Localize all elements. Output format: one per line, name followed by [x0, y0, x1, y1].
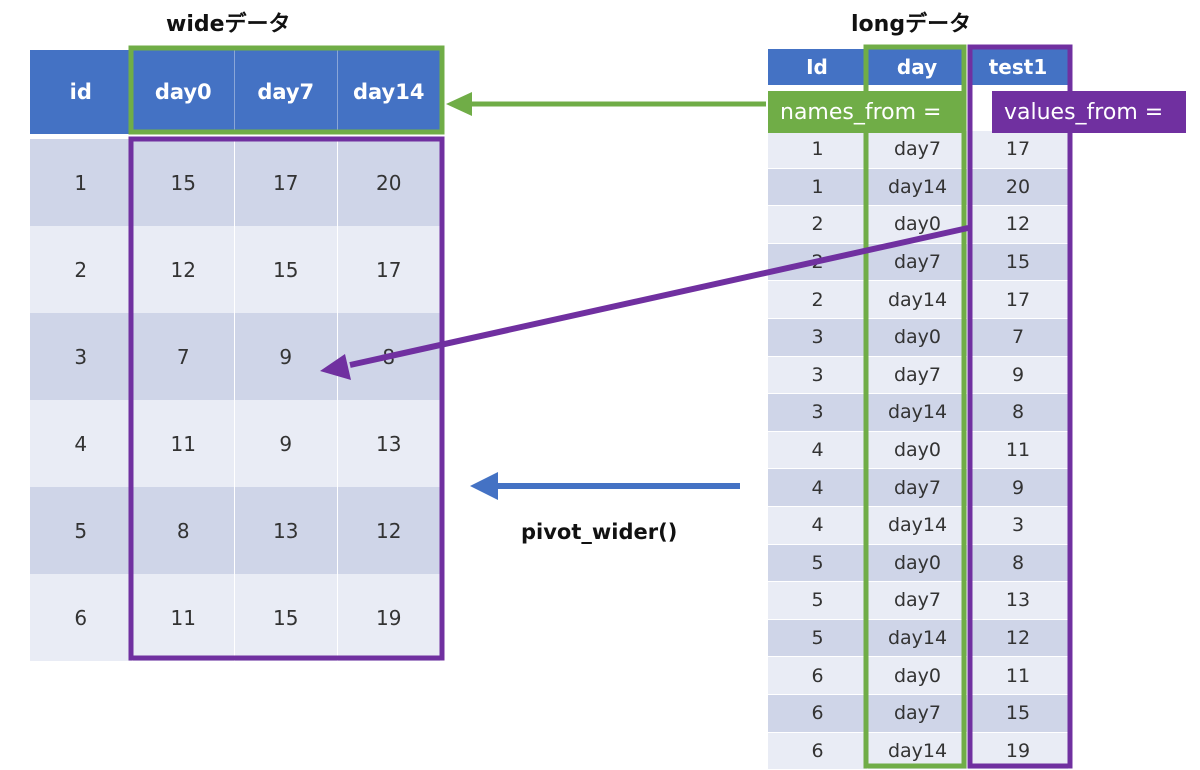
wide-cell: 11: [133, 400, 235, 487]
names-from-arrowhead: [446, 92, 472, 116]
long-cell: 11: [1005, 439, 1031, 462]
wide-header-row: id day0 day7 day14: [30, 50, 440, 134]
long-cell: 12: [1005, 627, 1031, 650]
long-cell: 12: [1005, 213, 1031, 236]
long-table: Id day test1 1day7171day14202day0122day7…: [768, 49, 1068, 770]
wide-cell: 13: [376, 431, 402, 456]
long-cell: 20: [1005, 175, 1031, 198]
wide-header-day0: day0: [133, 50, 235, 134]
long-cell: 7: [1011, 326, 1025, 349]
wide-header-day7: day7: [235, 50, 338, 134]
wide-cell: 13: [235, 487, 338, 574]
values-from-arrowhead: [320, 354, 351, 380]
wide-header-day14: day14: [353, 80, 425, 104]
long-cell: 3: [1011, 514, 1025, 537]
long-cell: 17: [1005, 138, 1031, 161]
long-table-body: 1day7171day14202day0122day7152day14173da…: [768, 131, 1068, 770]
long-title: longデータ: [851, 12, 972, 37]
wide-names-box: [128, 45, 445, 135]
values-from-arrow-line: [349, 225, 969, 368]
wide-cell: 8: [133, 487, 235, 574]
wide-table-body: 1151720212151737984119135813126111519: [30, 139, 440, 661]
pivot-arrowhead: [470, 472, 498, 500]
wide-cell: 17: [235, 139, 338, 226]
long-cell: 15: [1005, 702, 1031, 725]
long-header-day: day: [868, 49, 968, 85]
long-cell: 17: [1005, 288, 1031, 311]
long-cell: 9: [1011, 363, 1025, 386]
names-from-label: names_from =: [768, 91, 964, 133]
long-cell: 13: [1005, 589, 1031, 612]
wide-values-box: [128, 136, 445, 661]
long-cell: 8: [1011, 551, 1025, 574]
wide-cell: 9: [235, 400, 338, 487]
wide-cell: 11: [133, 574, 235, 661]
pivot-wider-label: pivot_wider(): [521, 520, 678, 544]
wide-cell: 9: [235, 313, 338, 400]
long-cell: 19: [1005, 739, 1031, 762]
wide-cell: 12: [376, 518, 402, 543]
wide-table: id day0 day7 day14 115172021215173798411…: [30, 50, 440, 661]
long-day-column-box: [863, 44, 967, 769]
wide-cell: 15: [235, 226, 338, 313]
long-cell: 11: [1005, 664, 1031, 687]
long-test1-column-box: [967, 44, 1073, 769]
long-cell: 9: [1011, 476, 1025, 499]
long-cell: 15: [1005, 251, 1031, 274]
wide-cell: 7: [133, 313, 235, 400]
wide-cell: 19: [376, 605, 402, 630]
long-header-row: Id day test1: [768, 49, 1068, 85]
wide-cell: 15: [133, 139, 235, 226]
values-from-label: values_from =: [992, 91, 1186, 133]
wide-cell: 17: [376, 257, 402, 282]
wide-cell: 20: [376, 170, 402, 195]
long-header-test1: test1: [988, 55, 1048, 79]
wide-title: wideデータ: [166, 12, 291, 37]
wide-table-row: 3798: [30, 313, 440, 400]
wide-cell: 12: [133, 226, 235, 313]
long-cell: 8: [1011, 401, 1025, 424]
wide-cell: 15: [235, 574, 338, 661]
